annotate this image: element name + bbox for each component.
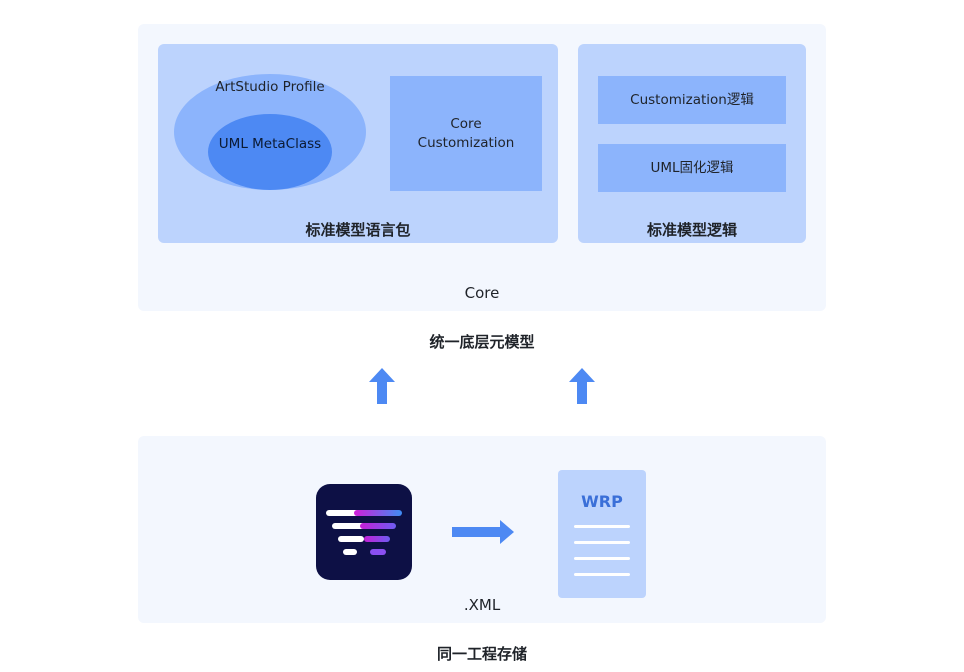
- model-logic-title: 标准模型逻辑: [646, 220, 737, 239]
- artstudio-profile-label: ArtStudio Profile: [215, 79, 325, 95]
- document-line: [574, 573, 630, 576]
- artstudio-logo-icon: [316, 484, 412, 580]
- arrow-up-icon: [369, 368, 395, 404]
- wrp-label: WRP: [581, 491, 623, 511]
- uml-solidify-logic-box: UML固化逻辑: [598, 144, 786, 192]
- uml-solidify-logic-label: UML固化逻辑: [650, 159, 734, 176]
- core-customization-box: Core Customization: [390, 76, 542, 191]
- customization-logic-box: Customization逻辑: [598, 76, 786, 124]
- document-line: [574, 525, 630, 528]
- unified-metamodel-caption: 统一底层元模型: [429, 332, 535, 351]
- customization-logic-label: Customization逻辑: [630, 91, 754, 108]
- core-customization-label: Core Customization: [417, 115, 515, 151]
- storage-caption: 同一工程存储: [436, 644, 527, 663]
- arrow-right-icon: [452, 520, 514, 544]
- arrow-up-icon: [569, 368, 595, 404]
- core-title: Core: [464, 284, 500, 302]
- uml-metaclass-label: UML MetaClass: [218, 136, 322, 152]
- uml-metaclass-ellipse: [208, 114, 332, 190]
- document-line: [574, 541, 630, 544]
- wrp-document-icon: [558, 470, 646, 598]
- language-package-title: 标准模型语言包: [305, 220, 411, 239]
- xml-label: .XML: [463, 596, 501, 614]
- document-line: [574, 557, 630, 560]
